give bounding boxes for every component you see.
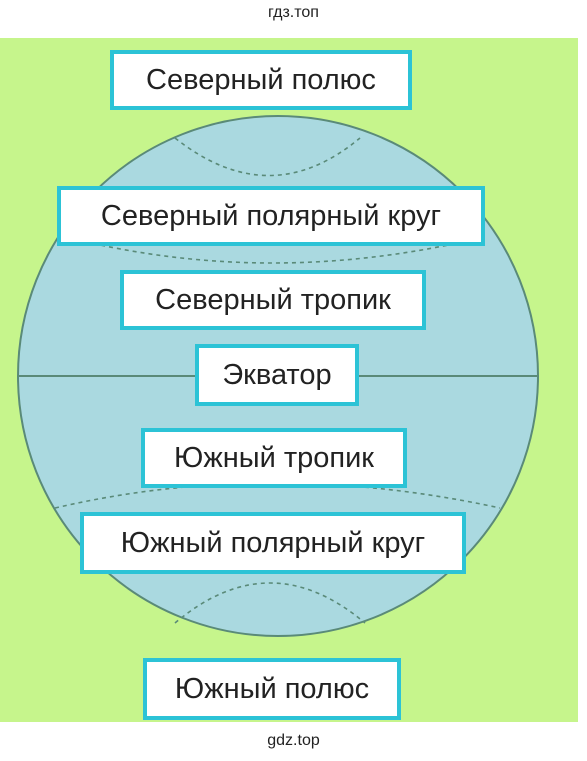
label-south-pole: Южный полюс [143, 658, 401, 720]
label-antarctic-circle: Южный полярный круг [80, 512, 466, 574]
label-tropic-capricorn: Южный тропик [141, 428, 407, 488]
antarctic-circle-arc [54, 482, 501, 509]
watermark-top: гдз.топ [268, 4, 319, 21]
label-north-pole: Северный полюс [110, 50, 412, 110]
label-equator: Экватор [195, 344, 359, 406]
label-arctic-circle: Северный полярный круг [57, 186, 485, 246]
label-tropic-cancer: Северный тропик [120, 270, 426, 330]
watermark-bottom: gdz.top [267, 732, 320, 749]
diagram-panel: Северный полюс Северный полярный круг Се… [0, 38, 578, 722]
north-pole-arc [174, 137, 361, 177]
south-pole-arc [174, 582, 366, 624]
